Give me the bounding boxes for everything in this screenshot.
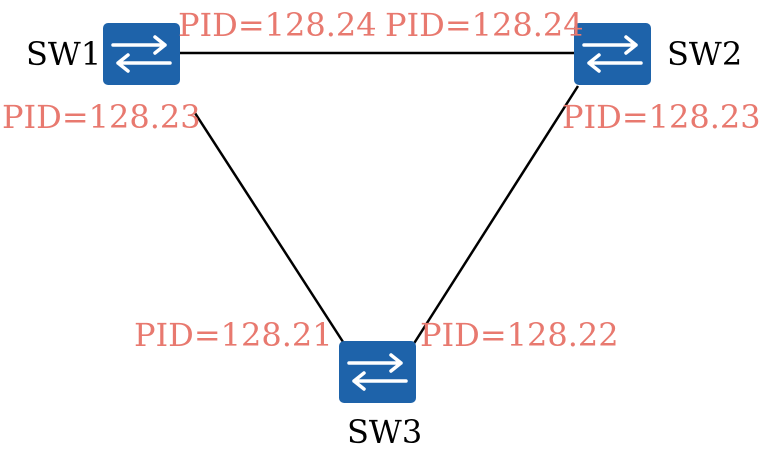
port-label-sw3-to-sw1: PID=128.21 <box>134 316 333 354</box>
switch-label-sw3: SW3 <box>347 413 422 451</box>
switch-sw3[interactable] <box>339 341 416 403</box>
switch-label-sw1: SW1 <box>26 35 101 73</box>
switch-arrows-icon <box>111 35 172 73</box>
switch-icon <box>339 341 416 403</box>
link-sw1-sw3 <box>193 112 347 346</box>
switch-arrows-icon <box>582 35 643 73</box>
switch-icon <box>103 23 180 85</box>
switch-sw1[interactable] <box>103 23 180 85</box>
port-label-sw3-to-sw2: PID=128.22 <box>420 316 619 354</box>
switch-sw2[interactable] <box>574 23 651 85</box>
port-label-sw2-to-sw3: PID=128.23 <box>562 98 761 136</box>
port-label-sw1-to-sw2: PID=128.24 <box>178 6 377 44</box>
switch-icon <box>574 23 651 85</box>
port-label-sw2-to-sw1: PID=128.24 <box>385 6 584 44</box>
switch-label-sw2: SW2 <box>667 35 742 73</box>
port-label-sw1-to-sw3: PID=128.23 <box>2 98 201 136</box>
link-sw2-sw3 <box>411 85 580 346</box>
switch-arrows-icon <box>347 353 408 391</box>
